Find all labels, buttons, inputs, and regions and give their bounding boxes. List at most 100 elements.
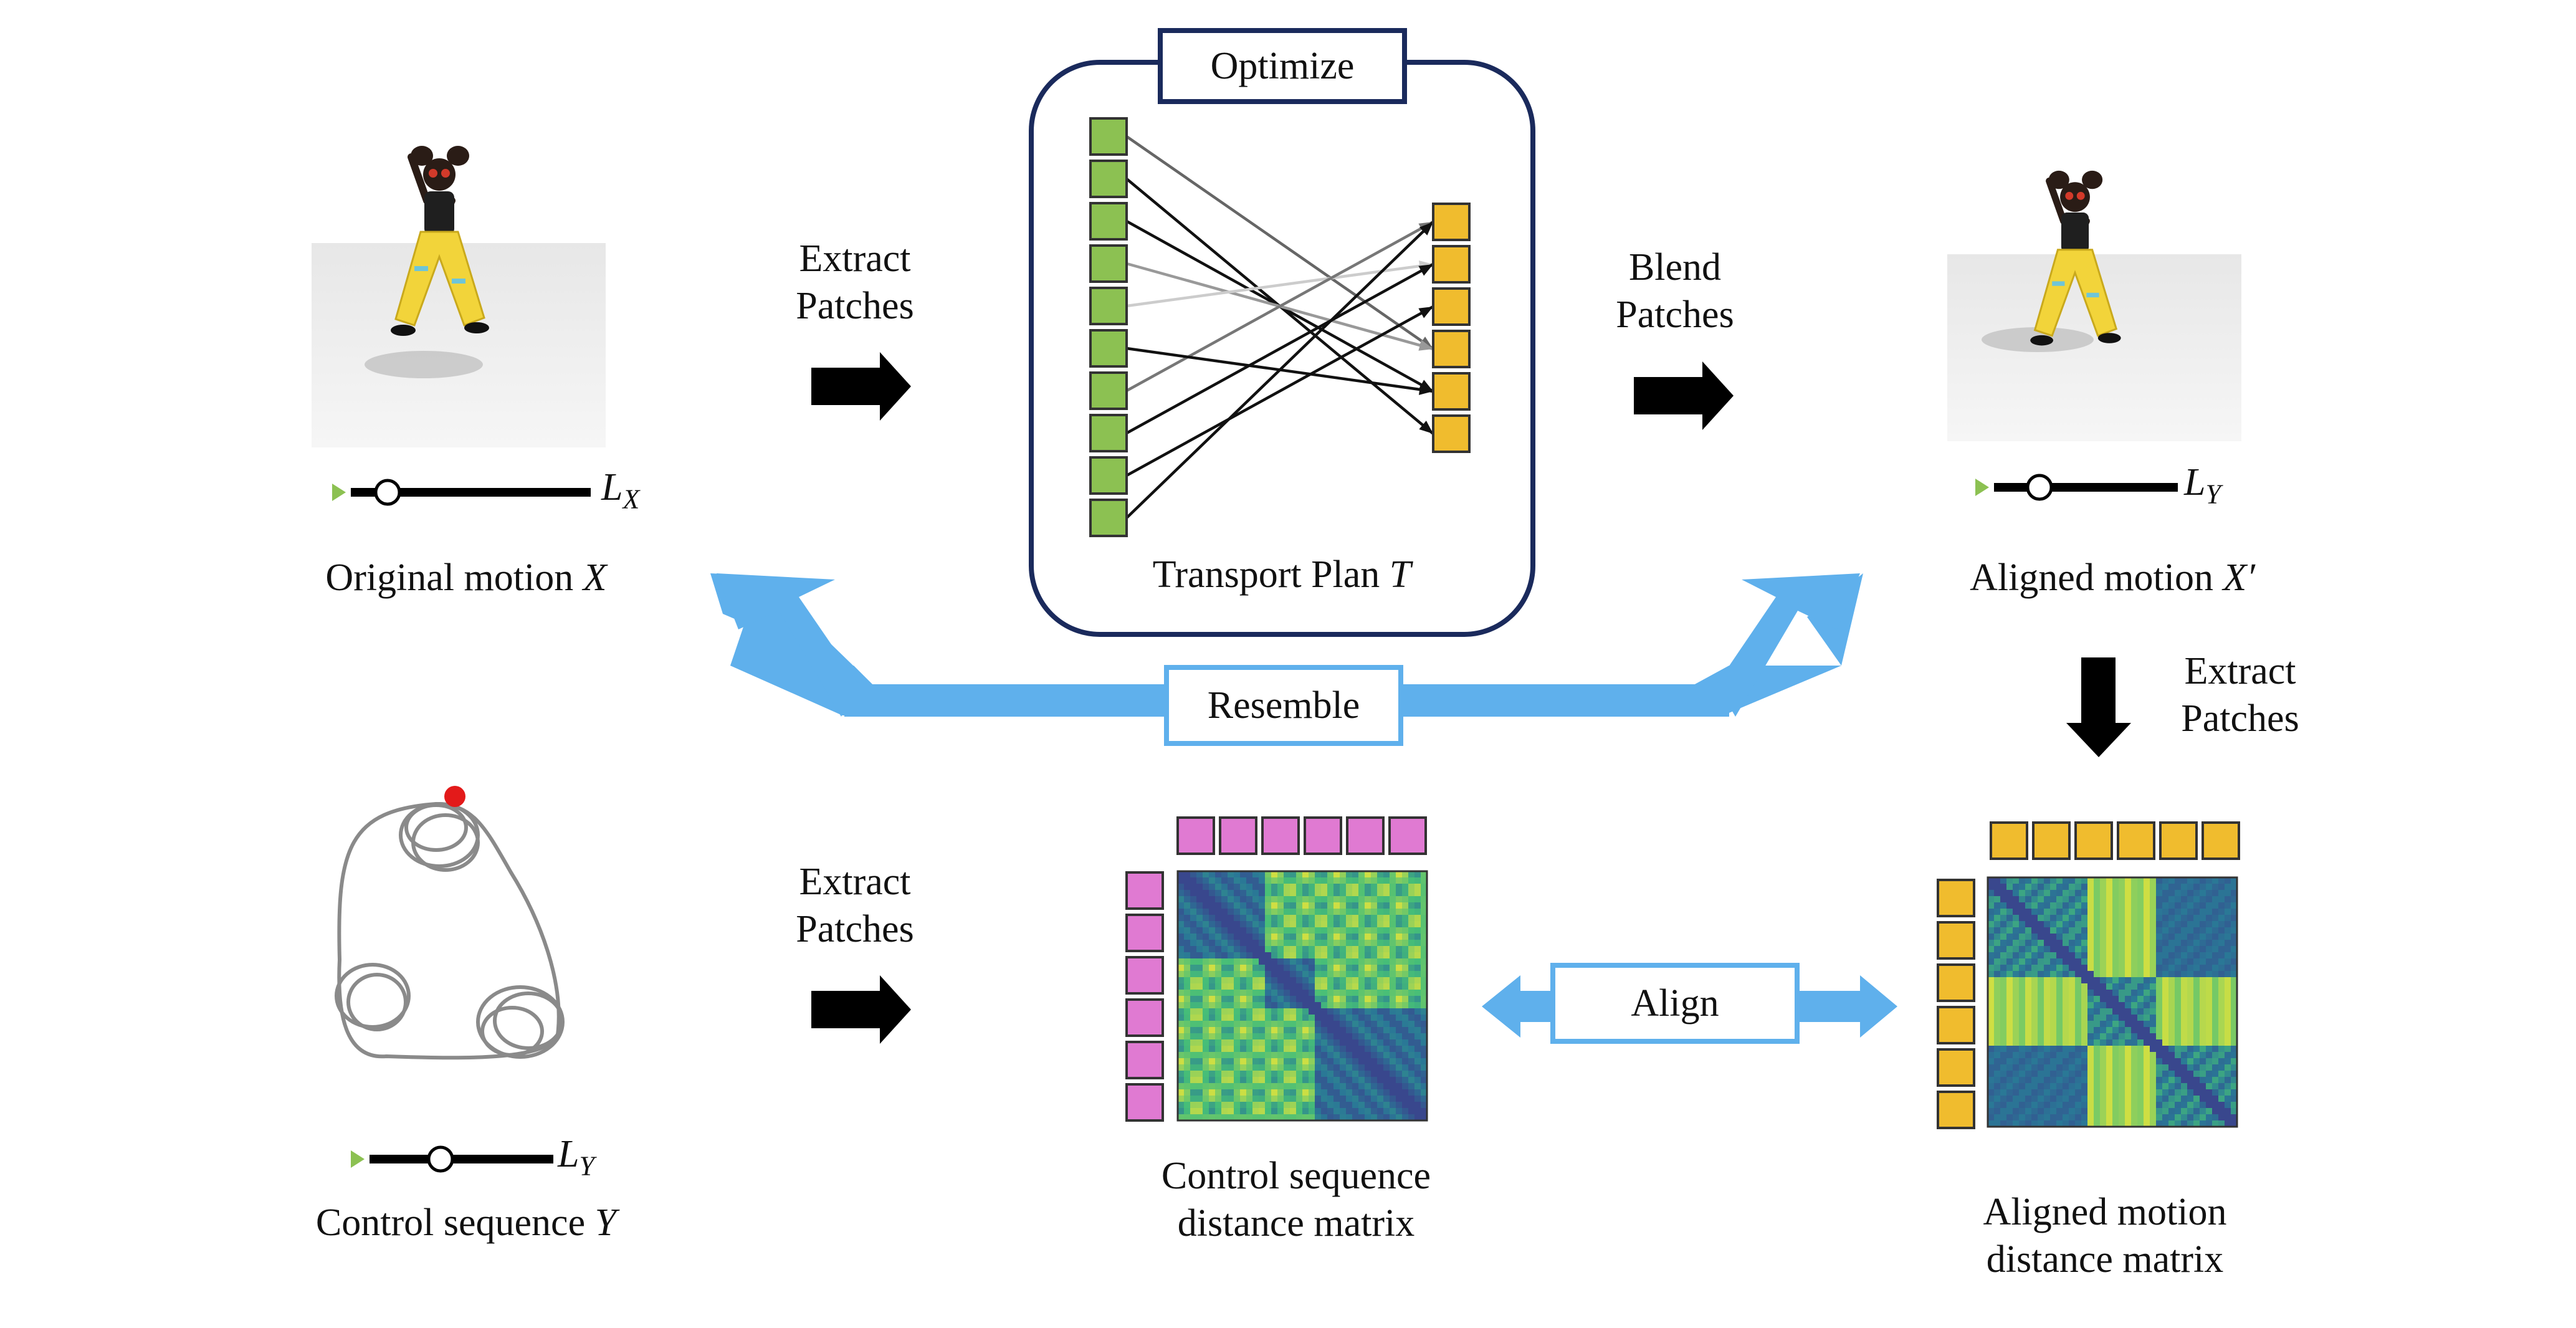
matrix-cell — [1290, 996, 1297, 1003]
matrix-cell — [1259, 1114, 1266, 1120]
matrix-cell — [2225, 1064, 2231, 1071]
matrix-cell — [2231, 1052, 2237, 1059]
matrix-cell — [1421, 915, 1427, 922]
matrix-cell — [1240, 871, 1247, 878]
matrix-cell — [2231, 965, 2237, 972]
matrix-cell — [2031, 965, 2038, 972]
matrix-cell — [2044, 952, 2051, 959]
matrix-cell — [1365, 896, 1371, 903]
green-patch — [1089, 371, 1128, 410]
matrix-cell — [1284, 927, 1290, 934]
matrix-cell — [2218, 1114, 2225, 1121]
matrix-cell — [2231, 940, 2237, 947]
matrix-cell — [1383, 1046, 1390, 1053]
matrix-cell — [1178, 884, 1185, 891]
matrix-cell — [2031, 1064, 2038, 1071]
matrix-cell — [1383, 934, 1390, 940]
matrix-cell — [2075, 1058, 2082, 1065]
matrix-cell — [1234, 927, 1241, 934]
matrix-cell — [2075, 1077, 2082, 1084]
matrix-cell — [2187, 1002, 2194, 1009]
matrix-cell — [1365, 946, 1371, 953]
matrix-cell — [2137, 990, 2144, 996]
matrix-cell — [1340, 983, 1347, 990]
matrix-cell — [1383, 909, 1390, 915]
matrix-cell — [2212, 1027, 2219, 1034]
matrix-cell — [1221, 1008, 1228, 1015]
matrix-cell — [2187, 990, 2194, 996]
matrix-cell — [2168, 877, 2175, 884]
matrix-cell — [1203, 983, 1209, 990]
matrix-cell — [1277, 1039, 1284, 1046]
matrix-cell — [1352, 1027, 1359, 1034]
matrix-cell — [1327, 1046, 1334, 1053]
matrix-cell — [2044, 909, 2051, 915]
matrix-cell — [2025, 934, 2032, 940]
matrix-cell — [2100, 952, 2107, 959]
matrix-cell — [2175, 977, 2182, 984]
matrix-cell — [2013, 946, 2020, 953]
blend-patches-label: Blend Patches — [1616, 246, 1734, 336]
matrix-cell — [1190, 909, 1197, 915]
matrix-cell — [2181, 1027, 2188, 1034]
transport-arrowhead — [1418, 264, 1433, 276]
matrix-cell — [1383, 1096, 1390, 1102]
matrix-cell — [1290, 890, 1297, 897]
matrix-cell — [2175, 971, 2182, 978]
matrix-cell — [1988, 946, 1995, 953]
matrix-cell — [1302, 1046, 1309, 1053]
matrix-cell — [1402, 1015, 1409, 1021]
matrix-cell — [1246, 1102, 1253, 1109]
matrix-cell — [2000, 971, 2007, 978]
matrix-cell — [2056, 983, 2063, 990]
matrix-cell — [1271, 1096, 1278, 1102]
matrix-cell — [1383, 971, 1390, 978]
matrix-cell — [1358, 1108, 1365, 1115]
matrix-cell — [2050, 1077, 2057, 1084]
matrix-cell — [2162, 958, 2169, 965]
matrix-cell — [2063, 1021, 2069, 1028]
matrix-cell — [1315, 890, 1322, 897]
matrix-cell — [2100, 1102, 2107, 1109]
matrix-cell — [1402, 1002, 1409, 1009]
matrix-cell — [1209, 1039, 1216, 1046]
matrix-cell — [2181, 990, 2188, 996]
matrix-cell — [2125, 946, 2132, 953]
matrix-cell — [1408, 952, 1415, 959]
matrix-cell — [1234, 909, 1241, 915]
matrix-cell — [2156, 1064, 2163, 1071]
matrix-cell — [2044, 965, 2051, 972]
matrix-cell — [1315, 1064, 1322, 1071]
matrix-cell — [1346, 1015, 1353, 1021]
matrix-cell — [2168, 940, 2175, 947]
matrix-cell — [2187, 1089, 2194, 1096]
matrix-cell — [2056, 1008, 2063, 1015]
matrix-cell — [1240, 1039, 1247, 1046]
matrix-cell — [2200, 1114, 2206, 1121]
matrix-cell — [2137, 896, 2144, 903]
matrix-cell — [2025, 1002, 2032, 1009]
matrix-cell — [2181, 1083, 2188, 1090]
matrix-cell — [2038, 1033, 2044, 1040]
matrix-cell — [1296, 958, 1303, 965]
matrix-cell — [2000, 1008, 2007, 1015]
matrix-cell — [1246, 915, 1253, 922]
character-pants — [394, 231, 485, 327]
matrix-cell — [2231, 1033, 2237, 1040]
matrix-cell — [2063, 1089, 2069, 1096]
matrix-cell — [1196, 946, 1203, 953]
matrix-cell — [1215, 990, 1222, 996]
matrix-cell — [1396, 915, 1403, 922]
matrix-cell — [2038, 896, 2044, 903]
matrix-cell — [1994, 1071, 2001, 1077]
matrix-cell — [2081, 909, 2088, 915]
matrix-cell — [1228, 921, 1234, 928]
matrix-cell — [1371, 1046, 1378, 1053]
character-icon — [2030, 170, 2121, 346]
matrix-cell — [2175, 946, 2182, 953]
matrix-cell — [1327, 1052, 1334, 1059]
matrix-cell — [2125, 958, 2132, 965]
matrix-cell — [1277, 1027, 1284, 1034]
matrix-cell — [2063, 952, 2069, 959]
matrix-cell — [2056, 1027, 2063, 1034]
